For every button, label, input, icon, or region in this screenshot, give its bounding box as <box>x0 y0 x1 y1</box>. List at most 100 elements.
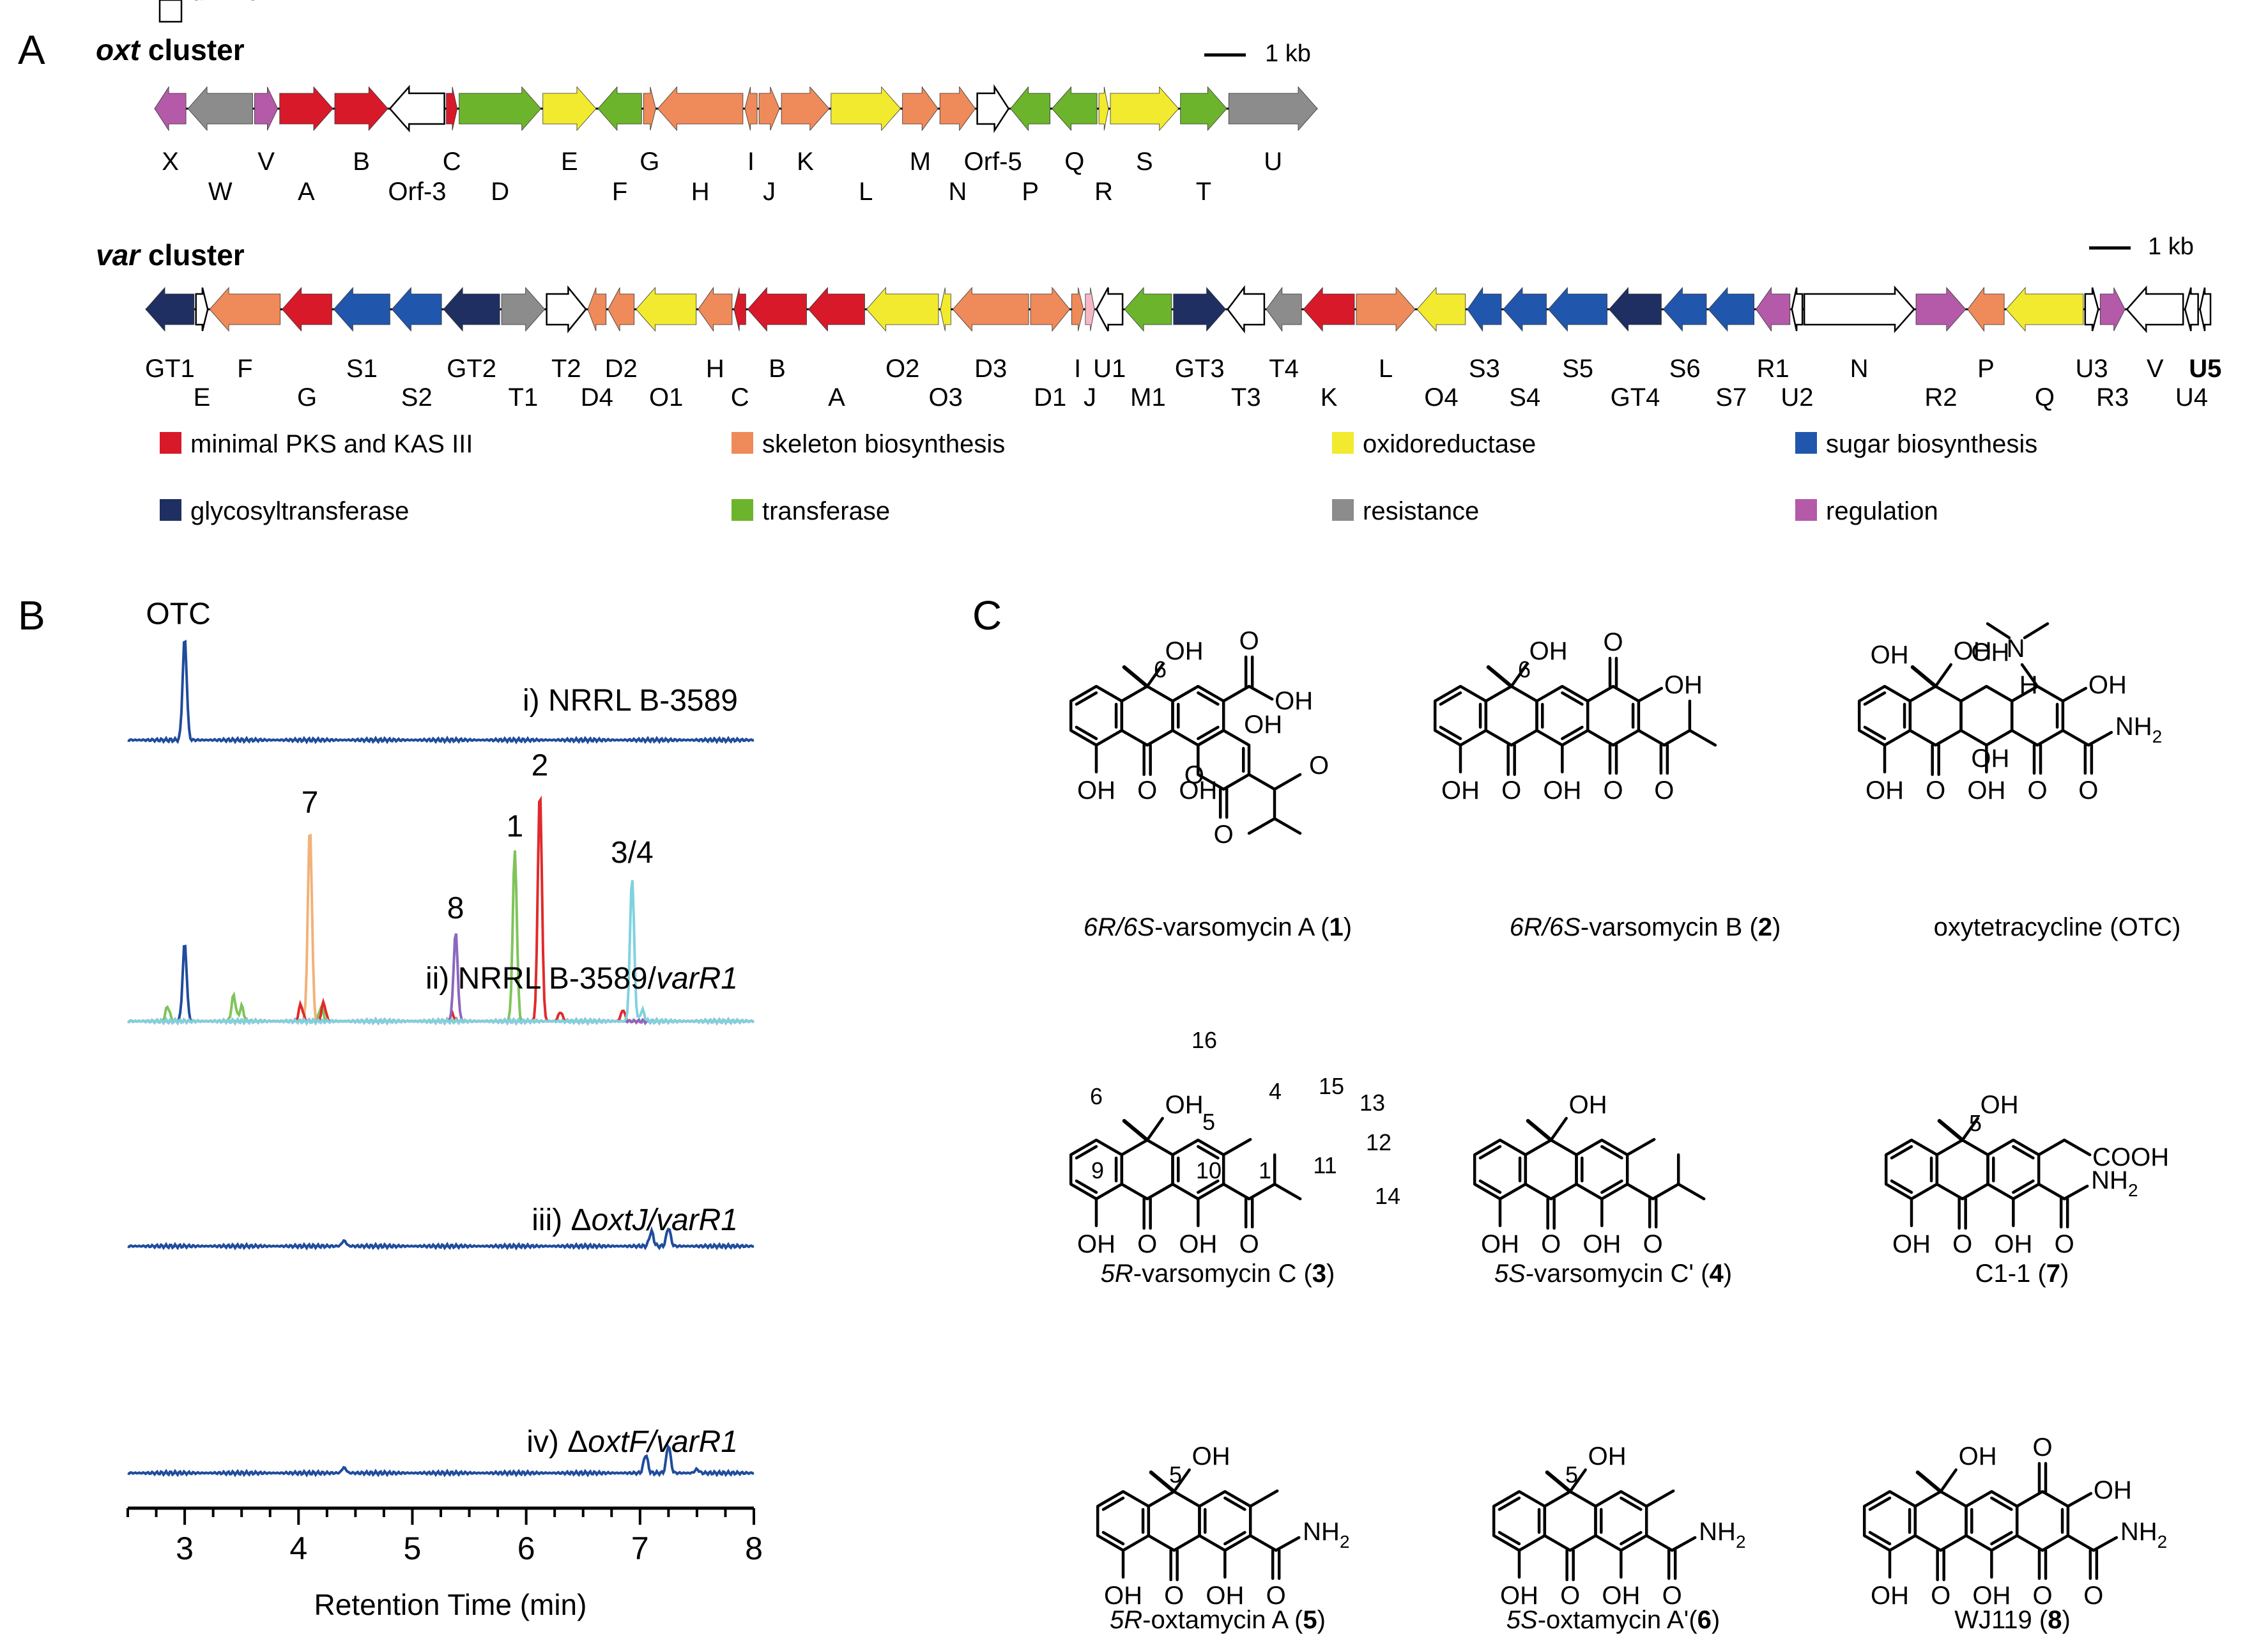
var-gene-label-r3: R3 <box>2096 383 2129 412</box>
cmpd2-d-oh: OH <box>1664 671 1703 699</box>
trace-label-3: iv) ΔoxtF/varR1 <box>526 1425 738 1459</box>
cmpd7-amide-c <box>2037 1182 2066 1201</box>
oxt-scale-label: 1 kb <box>1265 40 1311 67</box>
cmpd5-aro-a1 <box>1101 1496 1125 1511</box>
otc-nme2 <box>2023 622 2050 640</box>
var-gene-s1 <box>333 286 390 332</box>
cmpd3-c12 <box>1247 1182 1276 1201</box>
otc-amide-o: O <box>2078 776 2098 805</box>
cmpd4-me15 <box>1625 1138 1656 1157</box>
var-gene-label-s7: S7 <box>1715 383 1747 412</box>
var-gene-q <box>2005 286 2084 332</box>
cmpd8-d-oh: OH <box>2094 1476 2132 1504</box>
cmpd1-ipr-a <box>1247 817 1276 835</box>
num-16: 16 <box>1191 1027 1217 1053</box>
cmpd2-ring-3 <box>1586 684 1641 747</box>
oxt-gene-label-g: G <box>640 148 659 176</box>
cmpd8-oh5: OH <box>1959 1442 1997 1470</box>
var-gene-label-u2: U2 <box>1781 383 1813 412</box>
otc-nh2: NH2 <box>2115 713 2162 746</box>
var-gene-m1 <box>1124 286 1172 332</box>
compound-name-0: 6R/6S-varsomycin A (1) <box>1084 913 1352 941</box>
var-gene-label-v: V <box>2147 355 2164 383</box>
legend-label-5: transferase <box>762 497 890 525</box>
cmpd3-o10: O <box>1137 1230 1157 1258</box>
cmpd4-oh1: OH <box>1582 1230 1621 1258</box>
legend-label-0: minimal PKS and KAS III <box>190 430 473 458</box>
cmpd3-aro-a2 <box>1075 1179 1098 1194</box>
oxt-gene-label-e: E <box>561 148 578 176</box>
svg-text:oxt cluster: oxt cluster <box>96 33 245 66</box>
cmpd5-aro-a2 <box>1101 1531 1125 1546</box>
cmpd1-aro-c1 <box>1197 691 1220 706</box>
cmpd7-oh5: OH <box>1981 1091 2019 1119</box>
cmpd3-oh-bond <box>1145 1116 1164 1142</box>
cmpd8-side-c <box>2066 1534 2096 1552</box>
var-gene-label-s1: S1 <box>346 355 378 383</box>
var-gene-s4 <box>1503 286 1547 332</box>
cmpd3-aro-a1 <box>1075 1145 1098 1160</box>
oxt-gene-q <box>1052 86 1098 132</box>
var-gene-label-f: F <box>237 355 252 383</box>
var-gene-r3 <box>2099 287 2126 332</box>
var-gene-label-r2: R2 <box>1924 383 1957 412</box>
cmpd5-aro-c1 <box>1223 1496 1246 1511</box>
oxt-gene-n <box>939 86 976 132</box>
otc-ring-2 <box>1959 684 2014 747</box>
trace-label-2: iii) ΔoxtJ/varR1 <box>532 1203 738 1237</box>
var-gene-label-d1: D1 <box>1034 383 1066 412</box>
cmpd3-ring-1 <box>1120 1138 1174 1201</box>
legend-swatch-1 <box>732 432 753 454</box>
cmpd5-o10: O <box>1164 1582 1184 1610</box>
cmpd4-aro-c2 <box>1600 1179 1623 1194</box>
num-c5-d: 5 <box>1169 1462 1182 1488</box>
oxt-gene-label-c: C <box>443 148 461 176</box>
cmpd1-ring-1 <box>1120 684 1174 747</box>
cmpd7-aro-c2 <box>2012 1179 2035 1194</box>
var-gene-t2 <box>546 285 587 334</box>
var-gene-s7 <box>1708 286 1754 332</box>
oxt-gene-label-s: S <box>1136 148 1153 176</box>
cmpd3-oh5: OH <box>1165 1091 1204 1119</box>
cmpd7-nh2: NH2 <box>2091 1166 2138 1200</box>
var-gene-o1 <box>636 286 697 332</box>
cmpd4-ring-0 <box>1473 1138 1528 1201</box>
var-gene-label-u4: U4 <box>2175 383 2208 412</box>
cmpd8-ring-0 <box>1862 1490 1917 1552</box>
var-gene-track: GT1EFGS1S2GT2T1T2D4D2O1HCBAO2O3D3D1IJU1M… <box>145 285 2221 412</box>
oxt-gene-l <box>831 86 901 132</box>
cmpd1-oh-bond <box>1145 663 1164 688</box>
var-gene-gt1 <box>145 286 195 332</box>
cmpd8-ring-1 <box>1913 1490 1968 1552</box>
oxt-gene-label-m: M <box>910 148 931 176</box>
var-gene-label-j: J <box>1084 383 1096 412</box>
var-gene-o4 <box>1416 286 1466 332</box>
var-gene-v <box>2126 285 2184 334</box>
cmpd2-side-c <box>1637 729 1666 747</box>
legend-swatch-8 <box>158 0 183 23</box>
num-1: 1 <box>1259 1157 1271 1184</box>
cmpd2-aro-a2 <box>1439 725 1462 741</box>
cmpd1-acyl-o-bond <box>1273 773 1302 791</box>
var-gene-label-o4: O4 <box>1424 383 1458 412</box>
oxt-gene-label-u: U <box>1264 148 1282 176</box>
oxt-gene-c <box>446 86 458 131</box>
var-gene-label-c: C <box>731 383 749 412</box>
cmpd8-d-oh-bond <box>2066 1492 2093 1508</box>
oxt-title-italic: oxt <box>96 33 141 66</box>
cmpd2-ring-0 <box>1433 684 1488 747</box>
trace-ii-s5-peak-label-0: 3/4 <box>611 836 654 870</box>
otc-nme1 <box>1986 622 2011 640</box>
var-gene-s2 <box>391 286 442 332</box>
cmpd4-aro-a2 <box>1478 1179 1502 1194</box>
var-gene-label-gt4: GT4 <box>1611 383 1660 412</box>
cmpd4-c14 <box>1676 1182 1706 1201</box>
oxt-gene-p <box>1010 86 1051 132</box>
cmpd4-oh5: OH <box>1569 1091 1607 1119</box>
num-9: 9 <box>1091 1157 1104 1184</box>
cmpd3-aro-c2 <box>1197 1179 1220 1194</box>
cmpd3-o11: O <box>1239 1230 1259 1258</box>
cmpd2-oh-bond <box>1510 663 1528 688</box>
compound-name-3: 5R-varsomycin C (3) <box>1101 1260 1335 1288</box>
cmpd3-aro-c1 <box>1197 1145 1220 1160</box>
